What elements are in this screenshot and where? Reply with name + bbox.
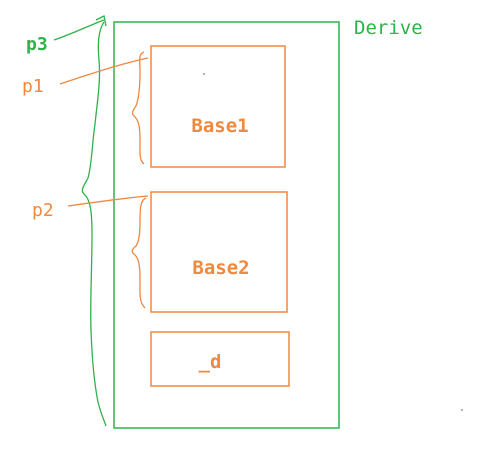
pointer-p2-label: p2 (32, 200, 54, 221)
speck-dot (203, 73, 205, 75)
pointer-p2-line (67, 195, 149, 207)
base1-brace (131, 51, 145, 165)
pointer-p3-line (53, 19, 105, 41)
base2-label: Base2 (192, 257, 249, 279)
member-d-box (150, 331, 290, 387)
pointer-p1-line (59, 57, 149, 85)
base2-box (150, 191, 288, 313)
base1-box (150, 45, 286, 168)
pointer-p3-label: p3 (26, 34, 48, 55)
base2-brace (131, 197, 147, 309)
derive-label: Derive (354, 17, 423, 39)
base1-label: Base1 (191, 115, 248, 137)
speck-dot (461, 409, 463, 411)
derive-brace-tip (95, 15, 107, 27)
pointer-p1-label: p1 (22, 76, 44, 97)
derive-box (113, 21, 340, 429)
member-d-label: _d (199, 351, 222, 373)
derive-brace (81, 21, 107, 427)
